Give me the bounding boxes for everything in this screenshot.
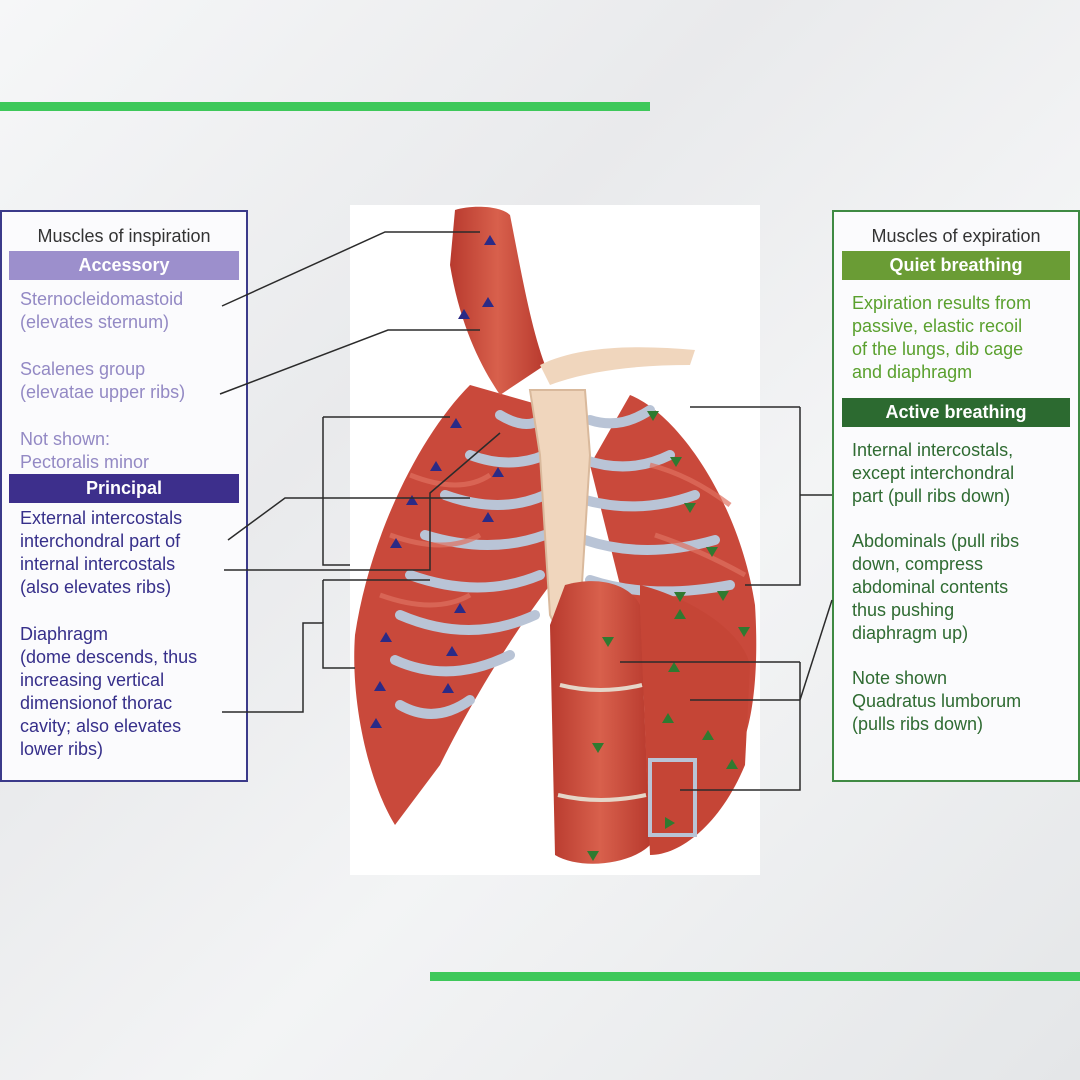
thorax-illustration bbox=[350, 205, 760, 875]
abdominals-label: Abdominals (pull ribs down, compress abd… bbox=[852, 531, 1020, 643]
scalenes-label: Scalenes group (elevatae upper ribs) bbox=[20, 359, 186, 402]
expiration-title: Muscles of expiration bbox=[871, 226, 1041, 246]
thorax-drawing bbox=[354, 206, 757, 864]
pectoralis-minor-label: Not shown: Pectoralis minor bbox=[20, 429, 150, 472]
external-intercostals-label: External intercostals interchondral part… bbox=[20, 508, 183, 597]
bottom-accent-bar bbox=[430, 972, 1080, 981]
quadratus-lumborum-label: Note shown Quadratus lumborum (pulls rib… bbox=[852, 668, 1022, 734]
internal-intercostals-label: Internal intercostals, except interchond… bbox=[852, 440, 1015, 506]
accessory-header: Accessory bbox=[9, 251, 239, 280]
principal-header: Principal bbox=[9, 474, 239, 503]
diaphragm-label: Diaphragm (dome descends, thus increasin… bbox=[20, 624, 198, 759]
top-accent-bar bbox=[0, 102, 650, 111]
active-breathing-header: Active breathing bbox=[842, 398, 1070, 427]
inspiration-title: Muscles of inspiration bbox=[37, 226, 211, 246]
sternocleidomastoid-label: Sternocleidomastoid (elevates sternum) bbox=[20, 289, 184, 332]
quiet-breathing-header: Quiet breathing bbox=[842, 251, 1070, 280]
quiet-breathing-text: Expiration results from passive, elastic… bbox=[852, 293, 1032, 382]
inspiration-panel: Muscles of inspiration Accessory Sternoc… bbox=[0, 210, 248, 782]
expiration-panel: Muscles of expiration Quiet breathing Ex… bbox=[832, 210, 1080, 782]
